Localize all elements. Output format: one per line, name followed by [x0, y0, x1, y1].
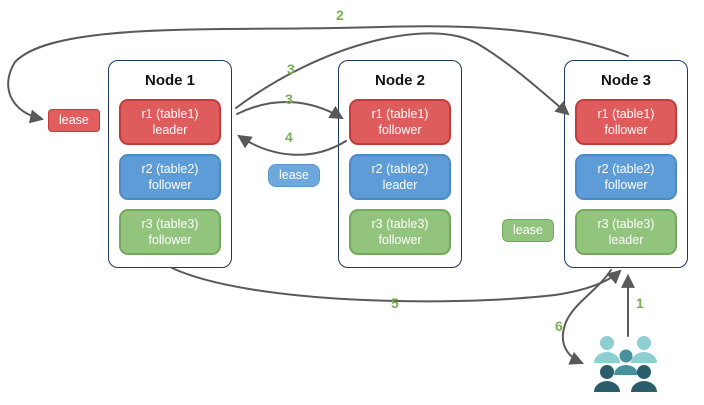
replica-name: r3 (table3): [597, 216, 655, 231]
node-1-replica-r1: r1 (table1) leader: [119, 99, 221, 145]
replica-role: follower: [148, 178, 192, 192]
node-1-replica-r2: r2 (table2) follower: [119, 154, 221, 200]
node-1-replica-r3: r3 (table3) follower: [119, 209, 221, 255]
replica-role: follower: [378, 233, 422, 247]
replica-role: follower: [148, 233, 192, 247]
replica-name: r1 (table1): [371, 106, 429, 121]
replica-name: r3 (table3): [371, 216, 429, 231]
person-dark-right-body: [631, 381, 657, 392]
node-1: Node 1 r1 (table1) leader r2 (table2) fo…: [108, 60, 232, 268]
person-light-right-body: [631, 352, 657, 363]
node-2-replica-r1: r1 (table1) follower: [349, 99, 451, 145]
replica-role: leader: [152, 123, 188, 137]
replica-name: r3 (table3): [141, 216, 199, 231]
arrow-label-5: 5: [391, 295, 399, 311]
person-dark-left-head: [600, 365, 614, 379]
lease-tag-red: lease: [48, 109, 100, 132]
replica-role: follower: [604, 123, 648, 137]
arrow-label-2: 2: [336, 7, 344, 23]
node-2-replica-r2: r2 (table2) leader: [349, 154, 451, 200]
arrow-label-6: 6: [555, 318, 563, 334]
replica-role: leader: [608, 233, 644, 247]
replica-name: r2 (table2): [371, 161, 429, 176]
replica-name: r1 (table1): [597, 106, 655, 121]
node-3-replica-r1: r1 (table1) follower: [575, 99, 677, 145]
node-3-replica-r2: r2 (table2) follower: [575, 154, 677, 200]
node-3-title: Node 3: [600, 72, 651, 89]
node-2-replica-r3: r3 (table3) follower: [349, 209, 451, 255]
person-light-left-head: [600, 336, 614, 350]
node-1-title: Node 1: [144, 72, 195, 89]
replica-name: r2 (table2): [597, 161, 655, 176]
node-3: Node 3 r1 (table1) follower r2 (table2) …: [564, 60, 688, 268]
node-2: Node 2 r1 (table1) follower r2 (table2) …: [338, 60, 462, 268]
replica-name: r1 (table1): [141, 106, 199, 121]
arrow-label-1: 1: [636, 295, 644, 311]
arrow-label-3b: 3: [285, 91, 293, 107]
replica-role: follower: [604, 178, 648, 192]
person-light-left-body: [594, 352, 620, 363]
person-dark-left-body: [594, 381, 620, 392]
arrow-6-path: [561, 269, 612, 365]
node-2-title: Node 2: [374, 72, 425, 89]
people-group-icon: [594, 336, 657, 392]
person-light-right-head: [637, 336, 651, 350]
person-mid-body: [614, 365, 638, 375]
lease-tag-blue: lease: [268, 164, 320, 187]
replica-role: follower: [378, 123, 422, 137]
person-mid-head: [619, 349, 633, 363]
replica-role: leader: [382, 178, 418, 192]
arrow-label-4: 4: [285, 129, 293, 145]
arrow-2-path: [7, 25, 629, 124]
lease-tag-green: lease: [502, 219, 554, 242]
replica-name: r2 (table2): [141, 161, 199, 176]
person-dark-right-head: [637, 365, 651, 379]
arrow-label-3a: 3: [287, 61, 295, 77]
node-3-replica-r3: r3 (table3) leader: [575, 209, 677, 255]
